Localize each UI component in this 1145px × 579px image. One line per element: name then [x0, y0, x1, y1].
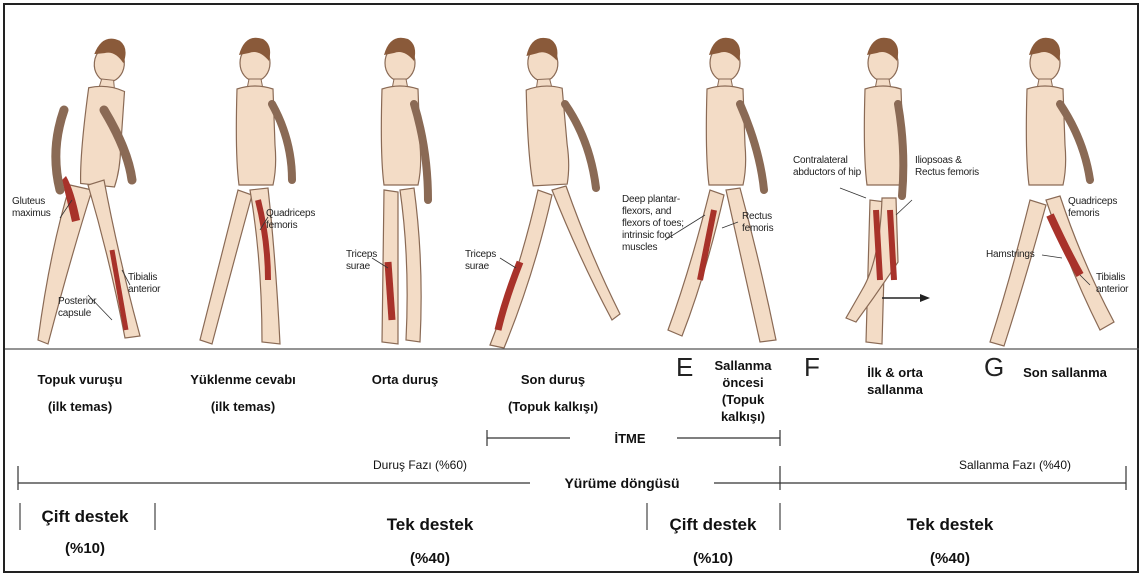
single-support-1-label: Tek destek — [360, 514, 500, 536]
stance-phase-label: Duruş Fazı (%60) — [330, 458, 510, 472]
label-contralateral-abductors: Contralateral abductors of hip — [793, 155, 865, 179]
phase-terminal-swing-name: Son sallanma — [1010, 364, 1120, 381]
phase-heel-strike-sub: (ilk temas) — [10, 398, 150, 415]
label-quadriceps-femoris-2: Quadriceps femoris — [1068, 196, 1126, 220]
label-triceps-surae-2: Triceps surae — [465, 249, 505, 273]
phase-terminal-stance-sub: (Topuk kalkışı) — [488, 398, 618, 415]
gait-cycle-label: Yürüme döngüsü — [530, 474, 714, 492]
single-support-2: Tek destek (%40) — [880, 514, 1020, 570]
label-tibialis-anterior-2: Tibialis anterior — [1096, 272, 1138, 296]
phase-letter-f: F — [804, 352, 820, 383]
phase-terminal-swing: Son sallanma — [1010, 364, 1120, 381]
label-triceps-surae-1: Triceps surae — [346, 249, 386, 273]
figure-terminal-swing — [990, 38, 1114, 346]
double-support-1-label: Çift destek — [25, 506, 145, 528]
double-support-2-label: Çift destek — [650, 514, 776, 536]
phase-loading-response-sub: (ilk temas) — [168, 398, 318, 415]
phase-initial-mid-swing-name: İlk & orta sallanma — [850, 364, 940, 398]
itme-label: İTME — [596, 430, 664, 447]
double-support-2-pct: (%10) — [650, 548, 776, 570]
swing-phase-label: Sallanma Fazı (%40) — [935, 458, 1095, 472]
label-deep-plantar-flexors: Deep plantar-flexors, and flexors of toe… — [622, 194, 700, 254]
phase-mid-stance-name: Orta duruş — [345, 371, 465, 388]
label-tibialis-anterior-1: Tibialis anterior — [128, 272, 174, 296]
phase-pre-swing-name: Sallanma öncesi — [708, 357, 778, 391]
double-support-1-pct: (%10) — [25, 538, 145, 560]
single-support-1: Tek destek (%40) — [360, 514, 500, 570]
single-support-2-label: Tek destek — [880, 514, 1020, 536]
label-iliopsoas-rectus: Iliopsoas & Rectus femoris — [915, 155, 981, 179]
figure-mid-stance — [381, 38, 428, 344]
phase-mid-stance: Orta duruş — [345, 371, 465, 388]
phase-heel-strike: Topuk vuruşu (ilk temas) — [10, 371, 150, 415]
label-posterior-capsule: Posterior capsule — [58, 296, 108, 320]
label-gluteus-maximus: Gluteus maximus — [12, 196, 62, 220]
phase-loading-response-name: Yüklenme cevabı — [168, 371, 318, 388]
label-quadriceps-femoris-1: Quadriceps femoris — [266, 208, 324, 232]
double-support-2: Çift destek (%10) — [650, 514, 776, 570]
single-support-2-pct: (%40) — [880, 548, 1020, 570]
phase-letter-g: G — [984, 352, 1004, 383]
phase-pre-swing-sub: (Topuk kalkışı) — [708, 391, 778, 425]
phase-initial-mid-swing: İlk & orta sallanma — [850, 364, 940, 398]
phase-letter-e: E — [676, 352, 693, 383]
phase-terminal-stance: Son duruş (Topuk kalkışı) — [488, 371, 618, 415]
label-hamstrings: Hamstrings — [986, 249, 1046, 261]
figure-terminal-stance — [490, 37, 620, 348]
phase-loading-response: Yüklenme cevabı (ilk temas) — [168, 371, 318, 415]
double-support-1: Çift destek (%10) — [25, 506, 145, 560]
figure-loading-response — [200, 38, 292, 344]
phase-heel-strike-name: Topuk vuruşu — [10, 371, 150, 388]
phase-terminal-stance-name: Son duruş — [488, 371, 618, 388]
figure-initial-mid-swing — [846, 38, 930, 344]
label-rectus-femoris: Rectus femoris — [742, 211, 790, 235]
figure-pre-swing — [668, 38, 776, 342]
single-support-1-pct: (%40) — [360, 548, 500, 570]
phase-pre-swing: Sallanma öncesi (Topuk kalkışı) — [708, 357, 778, 425]
